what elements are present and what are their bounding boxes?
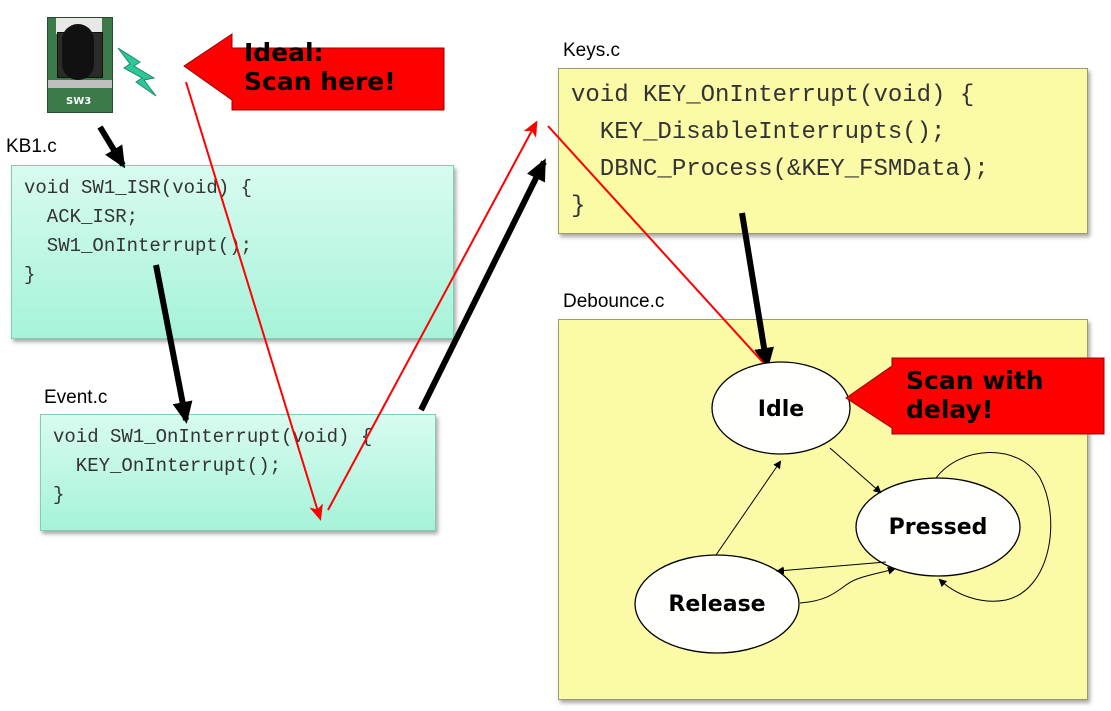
transition-release-to-idle (715, 460, 782, 556)
state-pressed (855, 477, 1021, 577)
red-trace-up (327, 120, 538, 511)
state-label-release: Release (668, 592, 766, 617)
arrow-keys-to-idle (739, 212, 774, 370)
kb1-code-line-4: } (24, 264, 36, 286)
keys-code-line-1: void KEY_OnInterrupt(void) { (571, 82, 975, 109)
file-label-kb1: KB1.c (6, 136, 57, 157)
push-button-photo: SW3 (47, 17, 113, 113)
button-label: SW3 (66, 96, 92, 107)
arrow-kb1-to-event (153, 264, 193, 424)
keys-code-line-2: KEY_DisableInterrupts(); (571, 119, 946, 146)
file-label-debounce: Debounce.c (563, 291, 665, 312)
arrow-button-to-kb1 (97, 125, 126, 169)
state-label-idle: Idle (757, 397, 805, 422)
lightning-icon (117, 47, 157, 97)
red-trace-to-idle (547, 125, 782, 383)
kb1-code-line-2: ACK_ISR; (24, 206, 139, 228)
transition-pressed-to-release (776, 561, 887, 575)
transition-idle-to-pressed (829, 447, 882, 494)
callout-arrow-delay (845, 357, 1105, 435)
kb1-code-line-1: void SW1_ISR(void) { (24, 177, 253, 199)
keys-code-line-3: DBNC_Process(&KEY_FSMData); (571, 156, 989, 183)
state-idle (711, 361, 851, 455)
callout-arrow-ideal (183, 33, 445, 111)
file-label-keys: Keys.c (563, 40, 621, 61)
callout-ideal-text: Ideal: Scan here! (244, 38, 396, 96)
file-label-event: Event.c (44, 387, 108, 408)
event-code-line-2: KEY_OnInterrupt(); (53, 455, 282, 477)
red-trace-down (185, 81, 323, 521)
keys-code-note: void KEY_OnInterrupt(void) { KEY_Disable… (558, 68, 1088, 234)
callout-delay-text: Scan with delay! (906, 366, 1044, 424)
state-release (634, 554, 800, 654)
keys-code-line-4: } (571, 193, 586, 220)
kb1-code-note: void SW1_ISR(void) { ACK_ISR; SW1_OnInte… (11, 165, 454, 339)
event-code-line-3: } (53, 484, 65, 506)
kb1-code-line-3: SW1_OnInterrupt(); (24, 235, 253, 257)
transition-release-to-pressed (799, 566, 896, 604)
transition-pressed-self-loop (935, 452, 1052, 602)
state-label-pressed: Pressed (888, 515, 988, 540)
arrow-event-to-keys (418, 158, 547, 412)
